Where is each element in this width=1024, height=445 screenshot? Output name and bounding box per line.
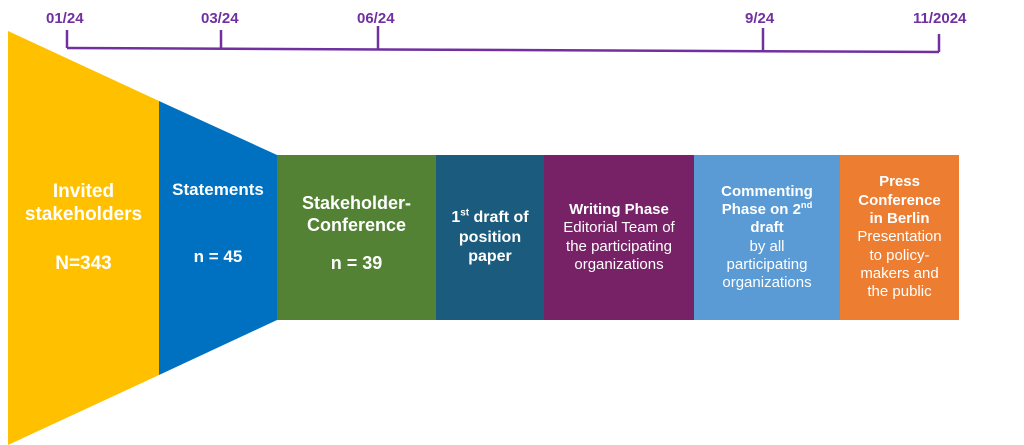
invited-count: N=343: [55, 253, 112, 275]
first-draft-text: 1st draft of position paper: [436, 155, 544, 320]
commenting-phase-text: Commenting Phase on 2nd draft by all par…: [694, 155, 840, 320]
timeline-label-0624: 06/24: [357, 10, 395, 27]
commenting-title-line1: Commenting: [721, 182, 813, 200]
press-conference-text: Press Conference in Berlin Presentation …: [840, 155, 959, 320]
press-title-line2: Conference: [858, 191, 941, 209]
press-line1: Presentation: [857, 228, 942, 246]
first-draft-box: [436, 155, 544, 320]
writing-line1: Editorial Team of: [563, 219, 675, 237]
draft-line1-rest: draft of: [469, 209, 529, 227]
writing-line3: organizations: [574, 255, 664, 273]
commenting-line3: organizations: [722, 274, 812, 292]
statements-title: Statements: [172, 180, 264, 199]
press-title-line1: Press: [879, 173, 920, 191]
timeline: [65, 26, 941, 54]
commenting-title-line3: draft: [750, 219, 784, 237]
invited-title-line1: Invited: [52, 181, 115, 202]
draft-line3: paper: [468, 248, 512, 266]
draft-number: 1: [451, 209, 461, 227]
commenting-title-line2-text: Phase on 2: [721, 200, 801, 218]
press-line3: makers and: [860, 264, 939, 282]
writing-phase-text: Writing Phase Editorial Team of the part…: [544, 155, 694, 320]
draft-line1: 1st draft of: [451, 208, 528, 228]
statements-count: n = 45: [193, 246, 243, 266]
stakeholder-conference-text: Stakeholder- Conference n = 39: [277, 193, 436, 293]
timeline-label-0924: 9/24: [745, 10, 775, 27]
invited-stakeholders-segment: [8, 31, 159, 445]
writing-phase-box: [544, 155, 694, 320]
conference-count: n = 39: [330, 252, 383, 273]
press-line4: the public: [867, 283, 932, 301]
writing-line2: the participating: [566, 237, 672, 255]
timeline-label-0124: 01/24: [46, 10, 84, 27]
commenting-line2: participating: [726, 255, 808, 273]
stakeholder-conference-box: [277, 155, 436, 320]
statements-segment: [159, 101, 277, 375]
conference-title-line2: Conference: [306, 214, 407, 235]
timeline-label-0324: 03/24: [201, 10, 239, 27]
statements-text: Statements n = 45: [159, 180, 277, 290]
conference-title-line1: Stakeholder-: [301, 193, 412, 213]
press-title-line3: in Berlin: [869, 210, 930, 228]
press-line2: to policy-: [869, 246, 930, 264]
commenting-superscript: nd: [800, 199, 813, 210]
commenting-title-line2: Phase on 2nd: [721, 199, 813, 219]
commenting-phase-box: [694, 155, 840, 320]
commenting-line1: by all: [749, 237, 785, 255]
timeline-label-112024: 11/2024: [913, 10, 967, 27]
writing-title: Writing Phase: [569, 200, 669, 218]
press-conference-box: [840, 155, 959, 320]
draft-superscript: st: [460, 207, 470, 219]
invited-title-line2: stakeholders: [24, 204, 143, 226]
draft-line2: position: [458, 228, 522, 246]
invited-stakeholders-text: Invited stakeholders N=343: [8, 180, 159, 290]
